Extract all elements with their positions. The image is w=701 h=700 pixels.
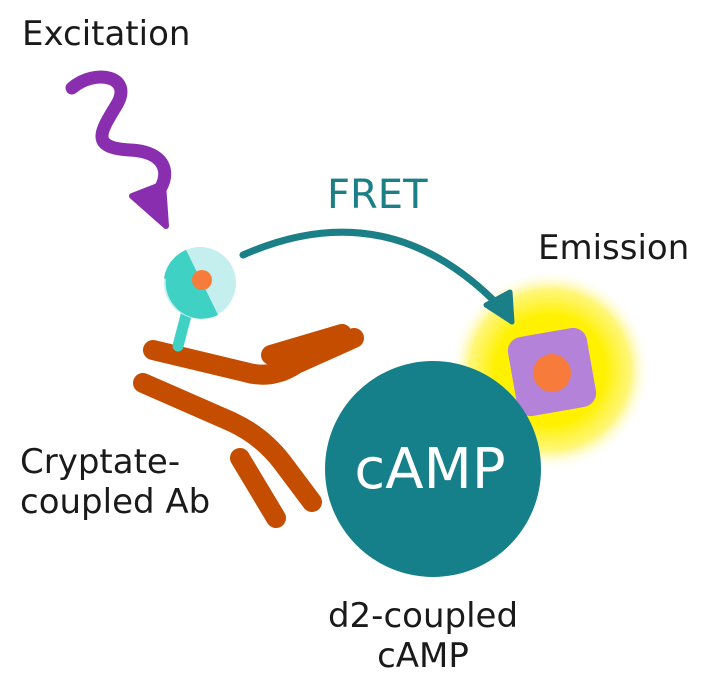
d2-label-line1: d2-coupled xyxy=(327,596,519,636)
cryptate-label-line1: Cryptate- xyxy=(20,442,181,482)
curved-arrow-icon xyxy=(239,228,515,325)
cryptate-antibody-label: Cryptate- coupled Ab xyxy=(20,442,210,522)
d2-acceptor-icon xyxy=(507,327,597,417)
antibody-icon xyxy=(133,324,364,528)
d2-label-line2: cAMP xyxy=(377,636,469,676)
camp-label: cAMP xyxy=(354,437,506,502)
d2-camp-label: d2-coupled cAMP xyxy=(318,596,528,676)
cryptate-donor-icon xyxy=(164,247,236,319)
excitation-label: Excitation xyxy=(22,14,191,54)
camp-circle xyxy=(325,361,541,577)
emission-label: Emission xyxy=(538,228,690,268)
fret-label: FRET xyxy=(327,172,428,218)
cryptate-label-line2: coupled Ab xyxy=(20,482,211,522)
wavy-arrow-icon xyxy=(65,70,172,229)
